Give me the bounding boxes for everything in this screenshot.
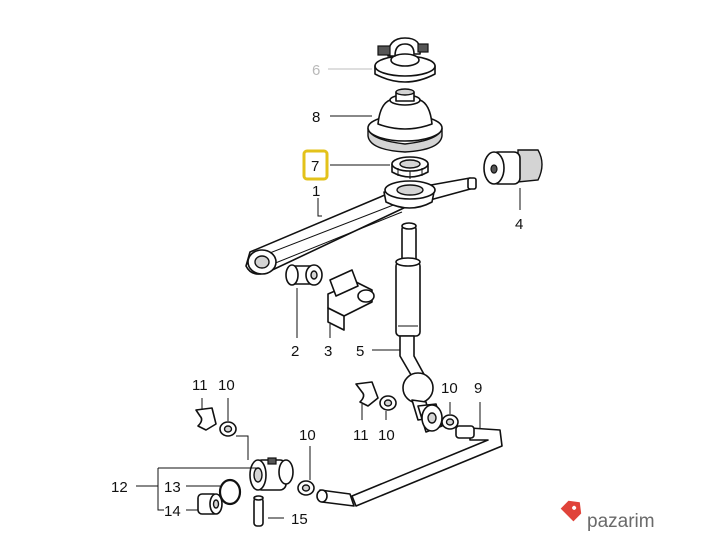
tag-icon xyxy=(560,500,582,522)
part-1-lever-arm xyxy=(245,177,477,275)
part-7-bushing xyxy=(391,156,429,179)
label-10-center: 10 xyxy=(299,427,316,444)
label-13: 13 xyxy=(164,479,181,496)
part-11-clip-left xyxy=(195,407,217,431)
part-10-washer-right xyxy=(441,414,459,430)
part-6-clamp xyxy=(374,37,436,83)
label-1: 1 xyxy=(312,183,320,200)
label-15: 15 xyxy=(291,511,308,528)
label-9: 9 xyxy=(474,380,482,397)
part-11-clip-right xyxy=(355,381,379,407)
label-11-left: 11 xyxy=(192,377,208,394)
label-4: 4 xyxy=(515,216,523,233)
leader-lines xyxy=(136,68,521,519)
watermark-text: pazarim xyxy=(587,511,655,532)
part-labels: 6 8 7 1 4 2 3 5 11 10 10 9 10 11 10 12 1… xyxy=(111,62,523,528)
part-2-bushing xyxy=(285,264,323,286)
label-14: 14 xyxy=(164,503,181,520)
label-10-right: 10 xyxy=(441,380,458,397)
part-5-shift-rod xyxy=(395,222,434,421)
part-8-boot xyxy=(367,88,443,153)
label-3: 3 xyxy=(324,343,332,360)
label-10-mid: 10 xyxy=(378,427,395,444)
part-10-washer-bottom xyxy=(297,480,315,496)
watermark: pazarim xyxy=(560,500,655,532)
label-10-left: 10 xyxy=(218,377,235,394)
label-8: 8 xyxy=(312,109,320,126)
part-3-bracket xyxy=(327,269,375,331)
part-13-ring xyxy=(218,478,242,506)
part-15-pin xyxy=(253,495,264,527)
label-5: 5 xyxy=(356,343,364,360)
label-7: 7 xyxy=(311,158,319,175)
part-joint-right xyxy=(417,403,443,433)
part-14-bushing xyxy=(197,493,223,515)
part-9-selector-rod xyxy=(316,425,503,507)
label-11-mid: 11 xyxy=(353,427,369,444)
part-12-joint xyxy=(249,457,294,491)
label-12: 12 xyxy=(111,479,128,496)
highlight-box-label-7 xyxy=(302,149,329,181)
part-10-washer-mid xyxy=(379,395,397,411)
part-4-mount xyxy=(483,149,543,185)
part-10-washer-left xyxy=(219,421,237,437)
label-2: 2 xyxy=(291,343,299,360)
label-6: 6 xyxy=(312,62,320,79)
